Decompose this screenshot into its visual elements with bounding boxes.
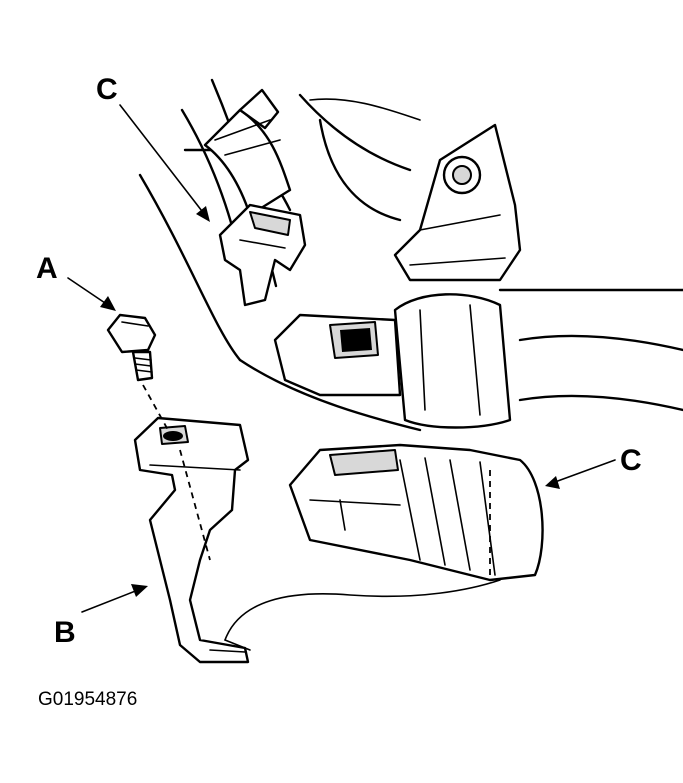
figure-id: G01954876 xyxy=(38,689,137,710)
background-hoses xyxy=(138,78,683,651)
upper-hose xyxy=(203,88,292,217)
leader-arrows xyxy=(67,104,616,613)
engine-mount-bracket xyxy=(393,123,522,282)
callout-b: B xyxy=(54,616,76,649)
callout-c-right: C xyxy=(620,444,642,477)
hose-clip-top xyxy=(218,203,307,307)
connector-coupler xyxy=(273,293,512,429)
callout-a: A xyxy=(36,252,58,285)
bolt-a xyxy=(106,313,157,382)
alignment-guides xyxy=(142,384,211,561)
bracket-b xyxy=(133,416,250,664)
callout-c-top: C xyxy=(96,73,118,106)
lower-connector xyxy=(288,443,544,582)
